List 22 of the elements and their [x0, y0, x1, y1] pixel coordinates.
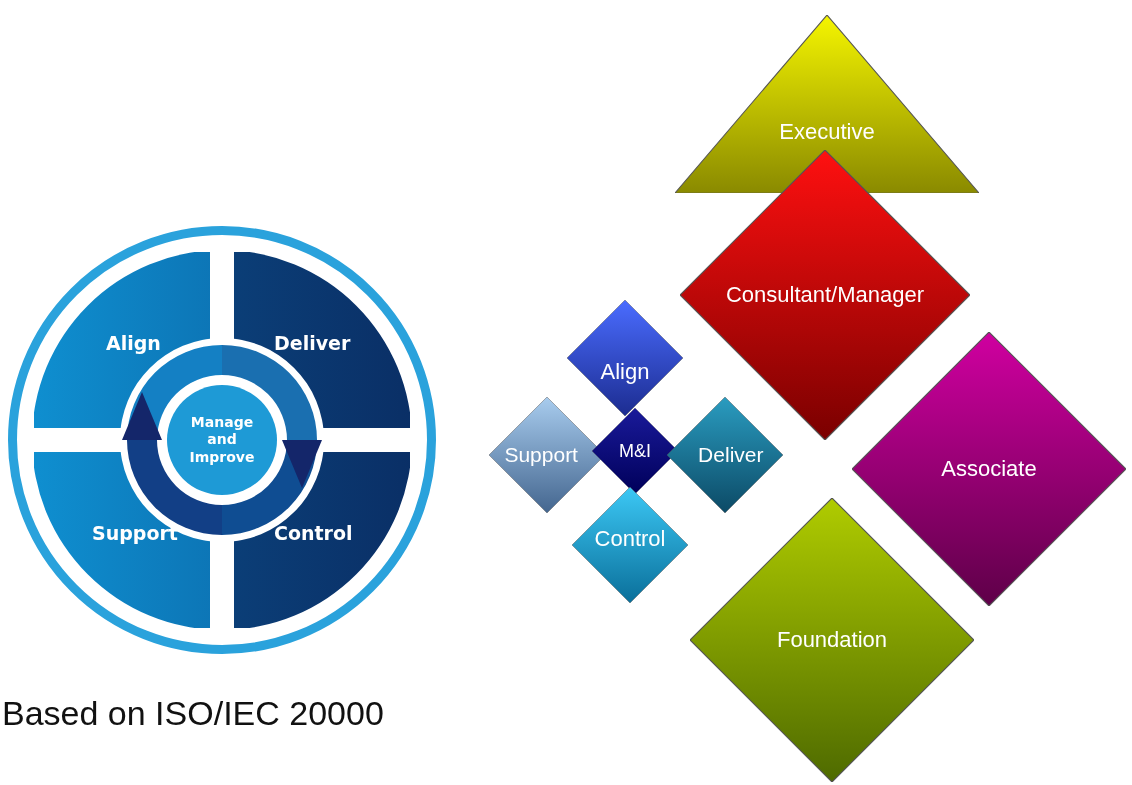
level-label: Consultant/Manager: [725, 282, 925, 308]
level-label: Deliver: [698, 443, 764, 467]
caption: Based on ISO/IEC 20000: [2, 694, 384, 733]
level-diamond: [667, 397, 783, 513]
quadrant-label: Align: [106, 332, 161, 354]
level-diamond: [567, 300, 683, 416]
level-diamond: [690, 498, 974, 782]
level-label: Associate: [941, 456, 1037, 482]
level-label: Align: [600, 358, 650, 385]
level-label: Executive: [779, 119, 875, 146]
quadrant-label: Control: [274, 522, 353, 544]
level-label: Support: [504, 443, 578, 467]
level-triangle: [675, 15, 979, 193]
quadrant-label: Deliver: [274, 332, 351, 354]
quadrant-label: Support: [92, 522, 178, 544]
level-label: Control: [594, 526, 666, 553]
level-diamond: [572, 487, 688, 603]
center-label: Manage and Improve: [188, 413, 256, 467]
level-label: M&I: [619, 440, 651, 462]
level-diamond: [680, 150, 970, 440]
level-diamond: [852, 332, 1126, 606]
level-label: Foundation: [776, 627, 888, 653]
